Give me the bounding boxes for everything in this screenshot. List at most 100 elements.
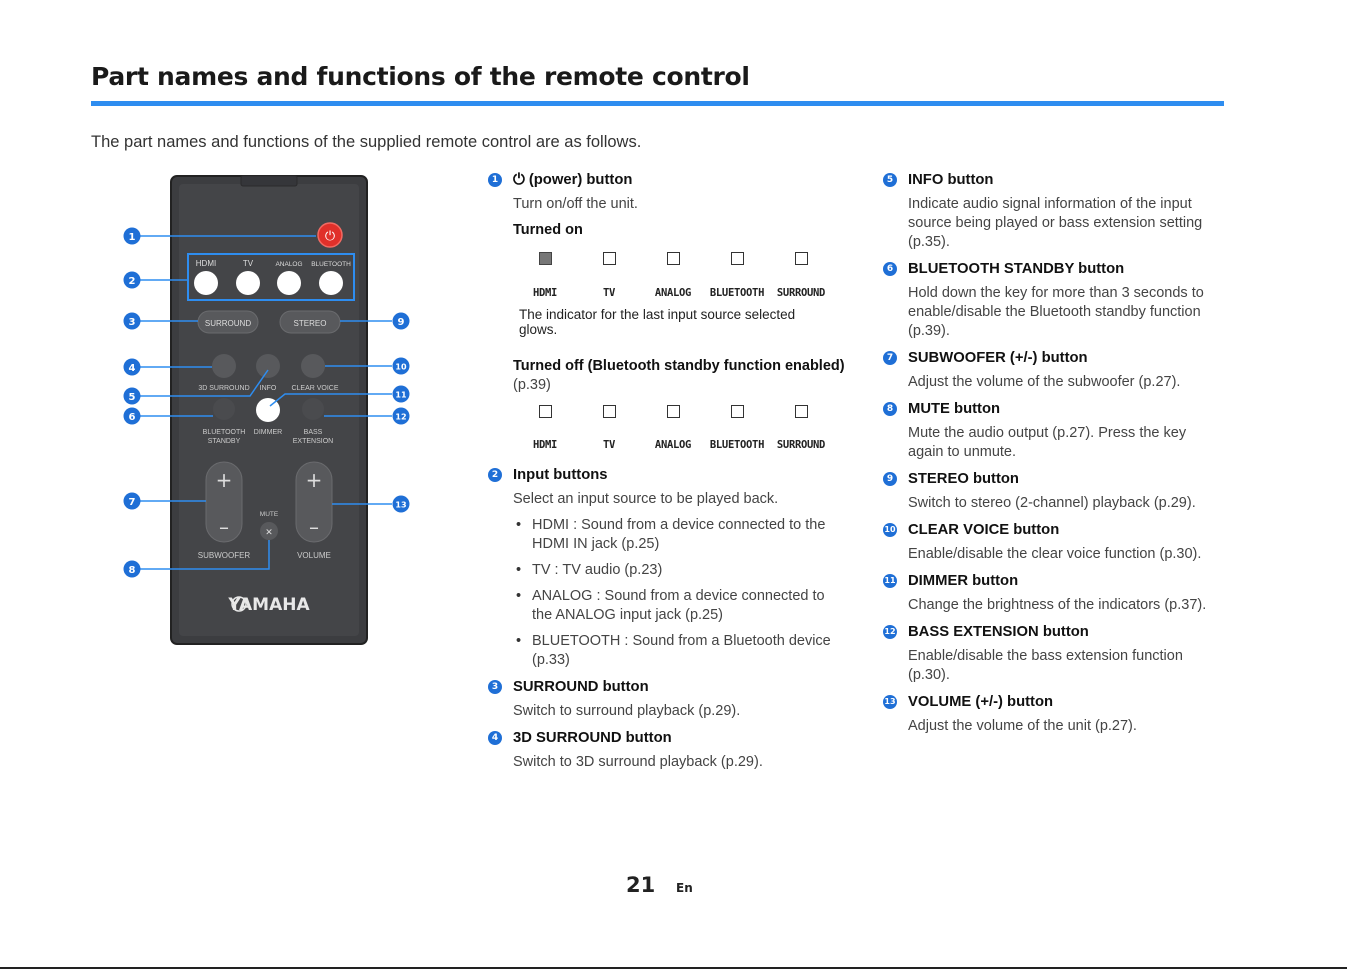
- info-key-label: INFO: [260, 385, 277, 392]
- callout-1: [123, 227, 141, 245]
- item-description: Switch to 3D surround playback (p.29).: [513, 754, 763, 770]
- stereo-key[interactable]: [279, 310, 341, 334]
- surround-key-label: SURROUND: [205, 319, 251, 328]
- yamaha-logo: YAMAHA: [227, 595, 310, 615]
- item-number-badge: 4: [488, 731, 502, 745]
- info-key[interactable]: [256, 354, 280, 378]
- hdmi-key[interactable]: [194, 271, 218, 295]
- remote-svg: ⏻ HDMI TV ANALOG BLUETOOTH SURROUND STER…: [123, 175, 410, 645]
- plus-icon: +: [216, 468, 233, 492]
- clear-voice-key[interactable]: [301, 354, 325, 378]
- subwoofer-rocker[interactable]: [205, 461, 243, 543]
- indicator-off: [602, 405, 616, 418]
- item-description: Turn on/off the unit.: [513, 196, 638, 212]
- indicator-off: [666, 252, 680, 265]
- 3d-surround-key-label: 3D SURROUND: [198, 385, 249, 392]
- svg-text:6: 6: [129, 412, 136, 423]
- bottom-border: [0, 967, 1347, 969]
- bt-standby-label-2: STANDBY: [208, 438, 241, 445]
- 3d-surround-key[interactable]: [212, 354, 236, 378]
- item-description: Switch to stereo (2-channel) playback (p…: [908, 495, 1196, 511]
- tv-key[interactable]: [236, 271, 260, 295]
- power-icon: ⏻: [513, 172, 525, 188]
- callout-10: [392, 357, 410, 375]
- indicator-row-off: [488, 405, 833, 422]
- callout-4: [123, 358, 141, 376]
- item-number-badge: 11: [883, 574, 897, 588]
- item-heading: 1 ⏻ (power) button: [488, 170, 848, 190]
- bass-ext-label-1: BASS: [304, 429, 323, 436]
- svg-text:9: 9: [398, 317, 405, 328]
- item-heading: 9 STEREO button: [883, 469, 1223, 489]
- subwoofer-key-label: SUBWOOFER: [198, 551, 251, 560]
- volume-key-label: VOLUME: [297, 551, 331, 560]
- item-description: Mute the audio output (p.27). Press the …: [908, 425, 1187, 460]
- indicator-off: [730, 252, 744, 265]
- intro-text: The part names and functions of the supp…: [91, 133, 642, 151]
- indicator-labels-on: HDMI TV ANALOG BLUETOOTH SURROUND: [532, 287, 826, 299]
- volume-rocker[interactable]: [295, 461, 333, 543]
- indicator-off: [794, 405, 808, 418]
- mute-key[interactable]: [260, 522, 278, 540]
- item-surround: 3 SURROUND button Switch to surround pla…: [488, 677, 848, 721]
- indicator-labels-off: HDMI TV ANALOG BLUETOOTH SURROUND: [532, 439, 826, 451]
- callout-7: [123, 492, 141, 510]
- callout-3: [123, 312, 141, 330]
- item-dimmer: 11 DIMMER button Change the brightness o…: [883, 571, 1223, 615]
- dimmer-key[interactable]: [256, 398, 280, 422]
- svg-text:12: 12: [395, 413, 406, 422]
- surround-key[interactable]: [197, 310, 259, 334]
- mute-key-label: MUTE: [260, 511, 279, 518]
- item-number-badge: 7: [883, 351, 897, 365]
- bluetooth-key-label: BLUETOOTH: [311, 261, 351, 268]
- bluetooth-key[interactable]: [319, 271, 343, 295]
- bt-standby-label-1: BLUETOOTH: [203, 429, 246, 436]
- analog-key[interactable]: [277, 271, 301, 295]
- item-heading: 8 MUTE button: [883, 399, 1223, 419]
- item-bass-extension: 12 BASS EXTENSION button Enable/disable …: [883, 622, 1223, 685]
- item-power: 1 ⏻ (power) button Turn on/off the unit.…: [488, 170, 848, 451]
- bt-standby-key[interactable]: [213, 398, 235, 420]
- svg-text:13: 13: [395, 501, 406, 510]
- item-description: Indicate audio signal information of the…: [908, 196, 1203, 250]
- svg-text:7: 7: [129, 497, 136, 508]
- item-number-badge: 9: [883, 472, 897, 486]
- indicator-off: [730, 405, 744, 418]
- indicator-off: [538, 405, 552, 418]
- item-mute: 8 MUTE button Mute the audio output (p.2…: [883, 399, 1223, 462]
- page-number: 21: [626, 873, 656, 897]
- title-underline: [91, 101, 1224, 106]
- page-language: En: [676, 881, 693, 895]
- indicator-row-on: [488, 252, 833, 269]
- item-number-badge: 3: [488, 680, 502, 694]
- item-stereo: 9 STEREO button Switch to stereo (2-chan…: [883, 469, 1223, 513]
- svg-text:8: 8: [129, 565, 136, 576]
- mute-icon: ✕: [265, 528, 273, 538]
- yamaha-emblem-icon: [231, 596, 247, 612]
- item-number-badge: 10: [883, 523, 897, 537]
- item-info: 5 INFO button Indicate audio signal info…: [883, 170, 1223, 252]
- callout-lines: [140, 235, 392, 570]
- right-column: 5 INFO button Indicate audio signal info…: [883, 168, 1223, 743]
- callout-2: [123, 271, 141, 289]
- list-item: BLUETOOTH : Sound from a Bluetooth devic…: [516, 632, 848, 670]
- item-number-badge: 1: [488, 173, 502, 187]
- item-description: Enable/disable the clear voice function …: [908, 546, 1202, 562]
- analog-key-label: ANALOG: [275, 261, 302, 268]
- power-button[interactable]: [317, 222, 343, 248]
- indicator-off: [666, 405, 680, 418]
- item-input: 2 Input buttons Select an input source t…: [488, 465, 848, 670]
- svg-text:2: 2: [129, 276, 136, 287]
- item-number-badge: 8: [883, 402, 897, 416]
- item-volume: 13 VOLUME (+/-) button Adjust the volume…: [883, 692, 1223, 736]
- item-heading: 12 BASS EXTENSION button: [883, 624, 1089, 640]
- item-heading: 11 DIMMER button: [883, 573, 1019, 589]
- svg-text:11: 11: [395, 391, 407, 400]
- item-heading: 5 INFO button: [883, 170, 1223, 190]
- bass-ext-key[interactable]: [302, 398, 324, 420]
- item-bt-standby: 6 BLUETOOTH STANDBY button Hold down the…: [883, 259, 1223, 341]
- turned-on-heading: Turned on: [513, 222, 583, 238]
- item-heading: 3 SURROUND button: [488, 677, 848, 697]
- minus-icon: –: [309, 515, 319, 539]
- input-bullet-list: HDMI : Sound from a device connected to …: [488, 516, 848, 670]
